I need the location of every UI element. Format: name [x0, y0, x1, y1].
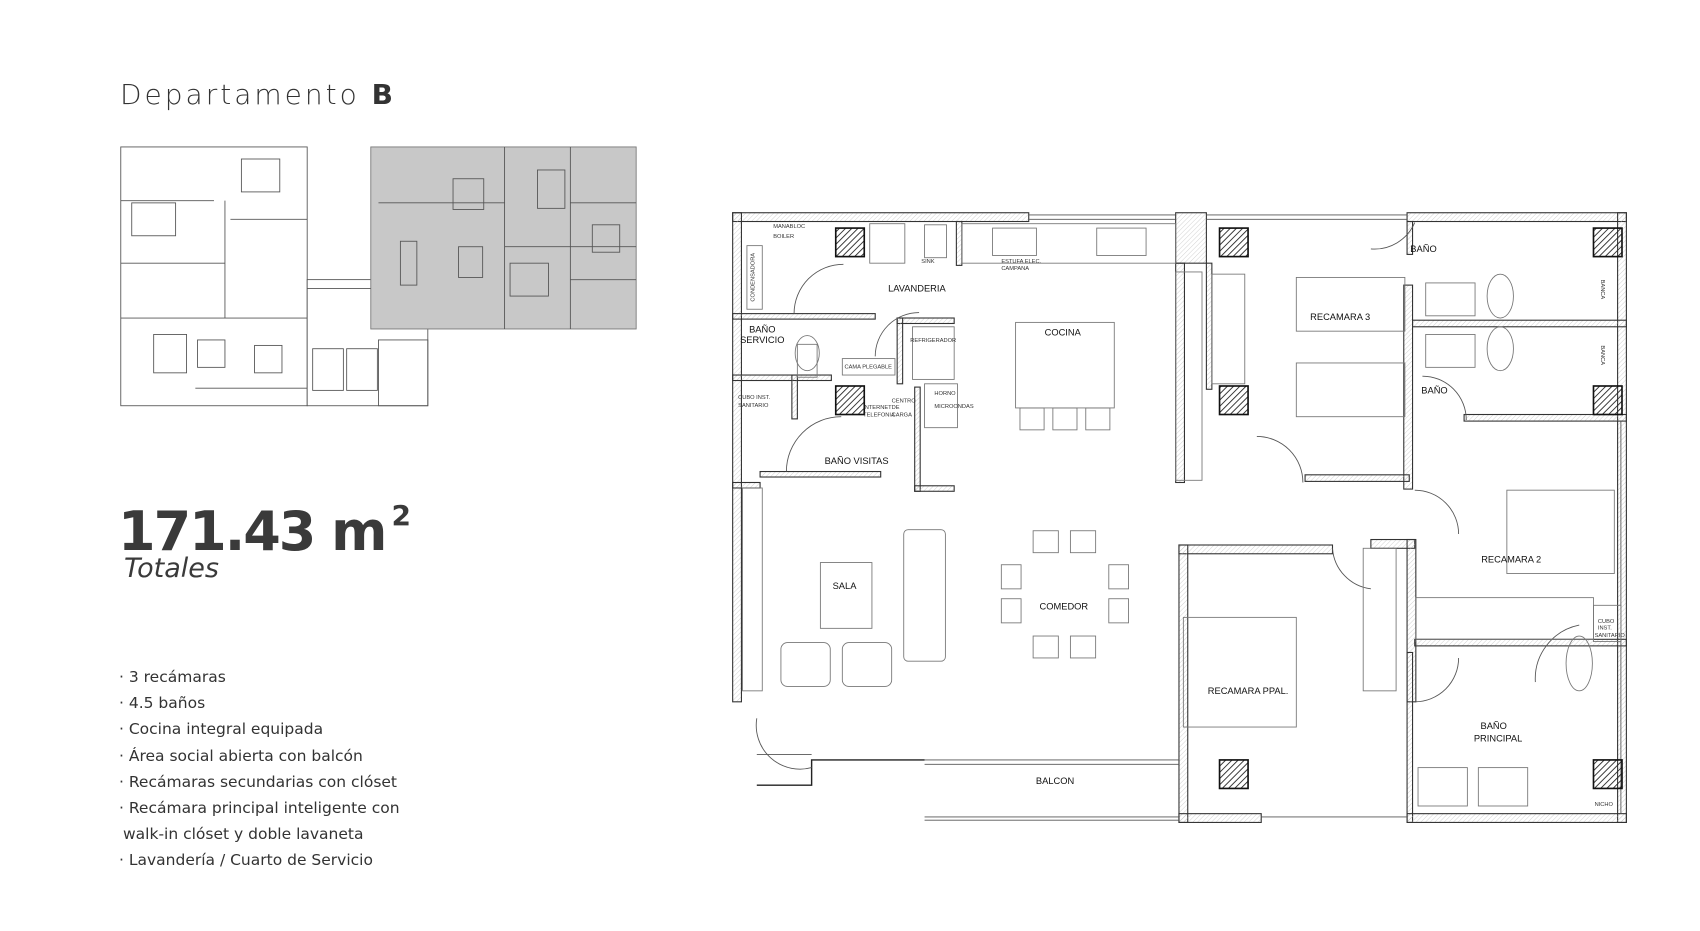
note-cama-plegable: CAMA PLEGABLE [845, 364, 893, 370]
note-sink: SINK [921, 259, 934, 265]
label-recamara-ppal: RECAMARA PPAL. [1208, 686, 1289, 696]
label-cocina: COCINA [1045, 328, 1082, 338]
label-lavanderia: LAVANDERIA [888, 284, 946, 294]
area-unit-superscript: 2 [391, 499, 411, 532]
main-floor-plan: LAVANDERIA COCINA BAÑO SERVICIO BAÑO VIS… [732, 212, 1627, 823]
note-banca-2: BANCA [1599, 345, 1605, 365]
note-sanitario-2: SANITARIO [1595, 633, 1626, 639]
area-value: 171.43 m [118, 500, 387, 563]
room-labels: LAVANDERIA COCINA BAÑO SERVICIO BAÑO VIS… [740, 244, 1541, 786]
title-prefix: Departamento [120, 78, 360, 111]
label-bano-a: BAÑO [1410, 244, 1436, 254]
note-boiler: BOILER [773, 234, 794, 240]
note-carga: CARGA [892, 413, 912, 419]
note-manabloc: MANABLOC [773, 224, 805, 230]
structural-columns [834, 227, 1623, 790]
note-centro: CENTRO [892, 398, 917, 404]
note-campana: CAMPANA [1001, 266, 1029, 272]
feature-item: · Recámaras secundarias con clóset [119, 772, 398, 791]
label-bano-servicio-2: SERVICIO [740, 335, 784, 345]
feature-item: · Cocina integral equipada [119, 720, 324, 739]
label-comedor: COMEDOR [1040, 602, 1089, 612]
note-estufa: ESTUFA ELEC. [1001, 259, 1041, 265]
note-cubo: CUBO [1598, 619, 1615, 625]
note-inst: INST. [1598, 625, 1612, 631]
feature-item: · Área social abierta con balcón [119, 746, 363, 765]
feature-item: · 3 recámaras [119, 668, 226, 686]
note-horno: HORNO [934, 391, 956, 397]
label-bano-principal: BAÑO [1480, 721, 1506, 731]
note-de: DE [892, 405, 900, 411]
note-refrigerador: REFRIGERADOR [910, 338, 956, 344]
label-recamara-3: RECAMARA 3 [1310, 312, 1370, 322]
label-balcon: BALCON [1036, 776, 1074, 786]
fixture-notes: MANABLOC BOILER CONDENSADORA SINK ESTUFA… [738, 224, 1625, 808]
label-bano-principal-2: PRINCIPAL [1474, 733, 1522, 743]
feature-item: · 4.5 baños [119, 694, 206, 713]
note-microondas: MICROONDAS [934, 404, 973, 410]
area-label: Totales [124, 553, 219, 584]
label-bano-visitas: BAÑO VISITAS [825, 456, 889, 466]
feature-item: · Recámara principal inteligente con [119, 798, 400, 817]
note-cubo-inst: CUBO INST. [738, 395, 770, 401]
note-nicho: NICHO [1595, 802, 1614, 808]
title-unit: B [371, 78, 393, 111]
page-title: Departamento B [120, 78, 393, 111]
label-bano-b: BAÑO [1421, 386, 1447, 396]
highlighted-unit-b [370, 146, 637, 330]
note-sanitario: SANITARIO [738, 403, 769, 409]
note-condensadora: CONDENSADORA [751, 253, 757, 302]
key-plan [120, 146, 637, 407]
label-recamara-2: RECAMARA 2 [1481, 555, 1541, 565]
furniture [742, 223, 1622, 807]
features-list: · 3 recámaras · 4.5 baños · Cocina integ… [119, 664, 400, 874]
label-sala: SALA [833, 581, 858, 591]
feature-item: · Lavandería / Cuarto de Servicio [119, 851, 373, 870]
feature-item: walk-in clóset y doble lavaneta [123, 825, 364, 844]
note-internet: INTERNET [863, 405, 892, 411]
label-bano-servicio: BAÑO [749, 324, 775, 334]
note-telefonia: TELEFONIA [863, 413, 895, 419]
note-banca-1: BANCA [1599, 280, 1605, 300]
